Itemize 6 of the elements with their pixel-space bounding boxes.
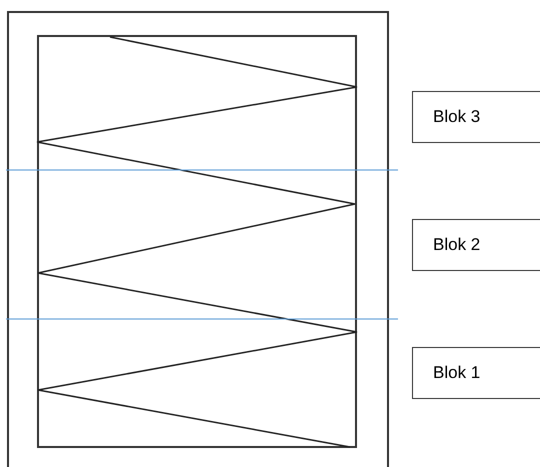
block-label: Blok 3 [433,106,480,128]
block-label: Blok 1 [433,362,480,384]
block-box [412,347,540,399]
block-label: Blok 2 [433,234,480,256]
block-box [412,91,540,143]
block-box [412,219,540,271]
